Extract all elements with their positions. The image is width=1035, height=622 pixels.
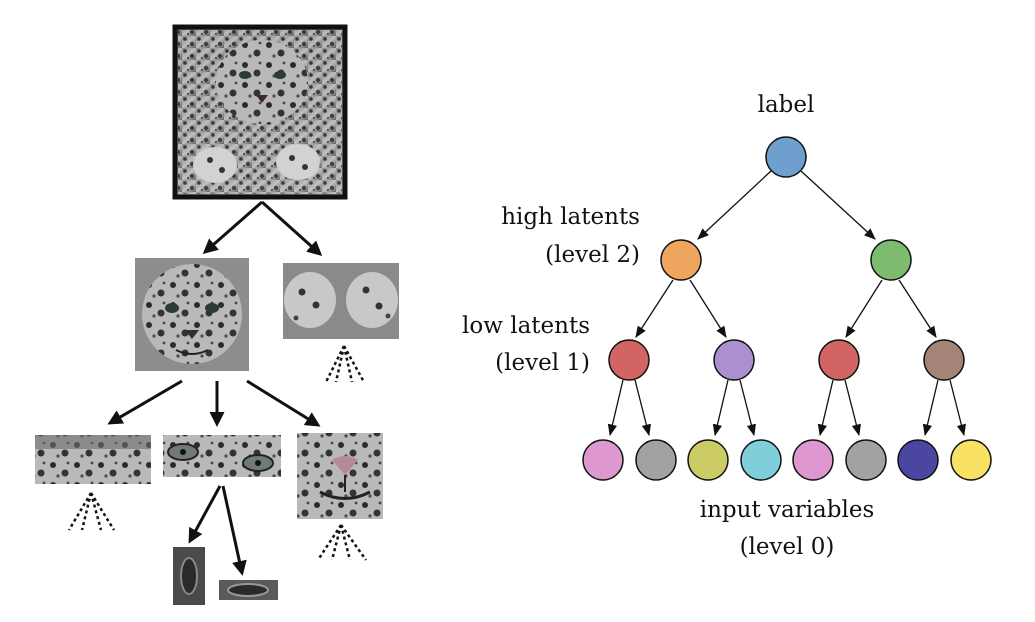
edge-low1-in2 [712,379,729,437]
edge-low0-in1 [634,379,651,437]
input-variable-node [687,439,729,481]
edge-label-high-left [697,170,772,240]
arrow-head-to-fur [107,379,183,425]
input-variables-label: input variables [700,497,875,523]
input-variable-node [635,439,677,481]
leopard-photo-left-eye [173,547,205,605]
edge-low3-in7 [949,379,966,437]
edge-low2-in5 [844,379,861,437]
edge-high0-low1 [689,279,727,338]
leopard-photo-right-eye [219,580,278,600]
leopard-photo-paws [283,263,399,339]
leopard-photo-head [135,258,249,371]
low-latent-node [713,339,755,381]
dotted-fan-fur [67,492,116,531]
dotted-fan-paws [324,345,366,383]
label-title: label [758,92,815,118]
arrow-eyes-to-left-eye [188,485,222,544]
input-variables-level-label: (level 0) [740,534,835,560]
arrow-eyes-to-right-eye [221,485,247,576]
edge-high1-low2 [845,279,883,338]
input-variable-node [582,439,624,481]
low-latents-level-label: (level 1) [495,350,590,376]
leopard-photo-eyes [163,435,281,477]
input-variable-node [792,439,834,481]
edge-label-high-right [800,170,876,240]
input-variable-node [845,439,887,481]
low-latent-node [923,339,965,381]
high-latent-node [660,239,702,281]
high-latent-node [870,239,912,281]
high-latents-level-label: (level 2) [545,242,640,268]
dotted-fan-mouth [316,524,368,561]
arrow-full-to-paws [260,200,323,257]
leopard-photo-full [172,24,348,200]
input-variable-node [950,439,992,481]
low-latents-label: low latents [462,313,590,339]
latent-tree: label high latents (level 2) low latents… [462,92,992,560]
label-node [765,136,807,178]
photo-hierarchy [35,24,399,605]
edge-high0-low0 [635,279,674,338]
leopard-photo-mouth [297,433,383,519]
leopard-photo-fur [35,435,151,484]
arrow-head-to-mouth [246,379,321,427]
edge-low1-in3 [739,379,756,437]
edge-low0-in0 [607,379,624,437]
input-variable-node [897,439,939,481]
edge-low3-in6 [922,379,939,437]
low-latent-node [818,339,860,381]
input-variable-node [740,439,782,481]
edge-high1-low3 [898,279,937,338]
high-latents-label: high latents [501,204,640,230]
low-latent-node [608,339,650,381]
arrow-full-to-head [202,200,263,254]
edge-low2-in4 [817,379,834,437]
